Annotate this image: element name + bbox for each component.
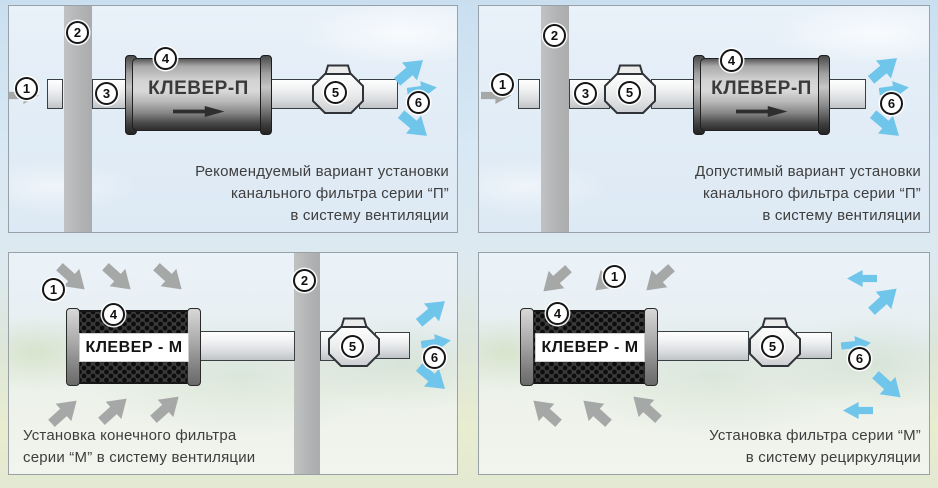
end-filter-m: КЛЕВЕР - М: [520, 308, 658, 386]
marker-3: 3: [574, 82, 597, 105]
marker-1: 1: [603, 265, 626, 288]
recirculation-arrow-up-right-icon: [863, 279, 906, 321]
filter-flange-right: [260, 55, 272, 135]
clean-air-arrow-up-right-icon: [863, 48, 906, 90]
marker-5: 5: [324, 81, 347, 104]
pipe-valve-to-filter: [651, 79, 698, 109]
pipe-filter-to-valve: [656, 331, 749, 361]
duct-filter-p: КЛЕВЕР-П: [125, 55, 272, 135]
recirculation-arrow-left-icon: [843, 401, 873, 420]
pipe-inlet-stub: [518, 79, 540, 109]
marker-6: 6: [407, 91, 430, 114]
pipe-outlet: [796, 332, 832, 359]
intake-air-arrow-up-right-icon: [145, 387, 188, 429]
filter-flange-right: [818, 55, 830, 135]
filter-label: КЛЕВЕР - М: [79, 333, 189, 362]
intake-air-arrow-down-right-icon: [97, 257, 140, 299]
marker-5: 5: [341, 335, 364, 358]
marker-1: 1: [15, 77, 38, 100]
filter-cap-right: [644, 308, 658, 386]
filter-body: [700, 58, 825, 131]
marker-6: 6: [848, 347, 871, 370]
marker-3: 3: [95, 82, 118, 105]
marker-4: 4: [102, 303, 125, 326]
panel-allowed-p: КЛЕВЕР-П 1 2 3 4 5 6 Допустимый вариант …: [478, 5, 930, 233]
filter-body: [132, 58, 267, 131]
caption: Установка конечного фильтра серии “М” в …: [23, 425, 255, 469]
intake-air-arrow-down-right-icon: [148, 257, 191, 299]
marker-4: 4: [720, 49, 743, 72]
caption-line: Установка фильтра серии “М”: [709, 427, 921, 444]
marker-6: 6: [423, 346, 446, 369]
marker-2: 2: [293, 269, 316, 292]
caption-line: в систему вентиляции: [290, 207, 449, 224]
caption-line: канального фильтра серии “П”: [702, 185, 921, 202]
duct-filter-p: КЛЕВЕР-П: [693, 55, 830, 135]
caption-line: серии “М” в систему вентиляции: [23, 449, 256, 466]
filter-cap-left: [66, 308, 80, 386]
caption-line: Установка конечного фильтра: [23, 427, 237, 444]
marker-1: 1: [42, 278, 65, 301]
panel-recommended-p: КЛЕВЕР-П 1 2 3 4 5 6 Рекомендуемый вариа…: [8, 5, 458, 233]
filter-cap-left: [520, 308, 534, 386]
panel-end-filter-m: КЛЕВЕР - М 1 2 4 5 6 Установка конечного…: [8, 252, 458, 475]
intake-air-arrow-up-left-icon: [525, 391, 568, 433]
recirculation-arrow-down-right-icon: [867, 365, 910, 407]
marker-2: 2: [543, 24, 566, 47]
marker-5: 5: [761, 335, 784, 358]
caption-line: канального фильтра серии “П”: [230, 185, 449, 202]
filter-label: КЛЕВЕР-П: [148, 78, 249, 99]
panel-filter-m-recirculation: КЛЕВЕР - М 1 4 5 6 Установка фильтра сер…: [478, 252, 930, 475]
intake-air-arrow-up-left-icon: [575, 391, 618, 433]
caption: Допустимый вариант установки канального …: [695, 161, 921, 227]
caption-line: Допустимый вариант установки: [694, 163, 921, 180]
caption-line: в систему вентиляции: [762, 207, 921, 224]
marker-2: 2: [66, 21, 89, 44]
intake-air-arrow-down-left-icon: [638, 258, 681, 300]
filter-label: КЛЕВЕР - М: [535, 333, 645, 362]
caption: Установка фильтра серии “М” в систему ре…: [709, 425, 921, 469]
caption-line: в систему рециркуляции: [745, 449, 921, 466]
intake-air-arrow-up-left-icon: [625, 387, 668, 429]
flow-direction-arrow-icon: [172, 106, 225, 117]
pipe-outlet: [828, 79, 866, 109]
filter-cap-right: [187, 308, 201, 386]
marker-4: 4: [546, 302, 569, 325]
filter-label: КЛЕВЕР-П: [711, 78, 812, 99]
clean-air-arrow-up-right-icon: [411, 291, 454, 333]
pipe-inlet-stub: [47, 79, 63, 109]
caption: Рекомендуемый вариант установки канально…: [195, 161, 449, 227]
marker-6: 6: [880, 92, 903, 115]
marker-5: 5: [618, 81, 641, 104]
end-filter-m: КЛЕВЕР - М: [66, 308, 201, 386]
flow-direction-arrow-icon: [735, 106, 788, 117]
marker-1: 1: [491, 73, 514, 96]
caption-line: Рекомендуемый вариант установки: [195, 163, 449, 180]
recirculation-arrow-left-icon: [847, 269, 877, 288]
marker-4: 4: [154, 47, 177, 70]
intake-air-arrow-down-left-icon: [535, 259, 578, 301]
pipe-filter-to-wall: [199, 331, 295, 361]
